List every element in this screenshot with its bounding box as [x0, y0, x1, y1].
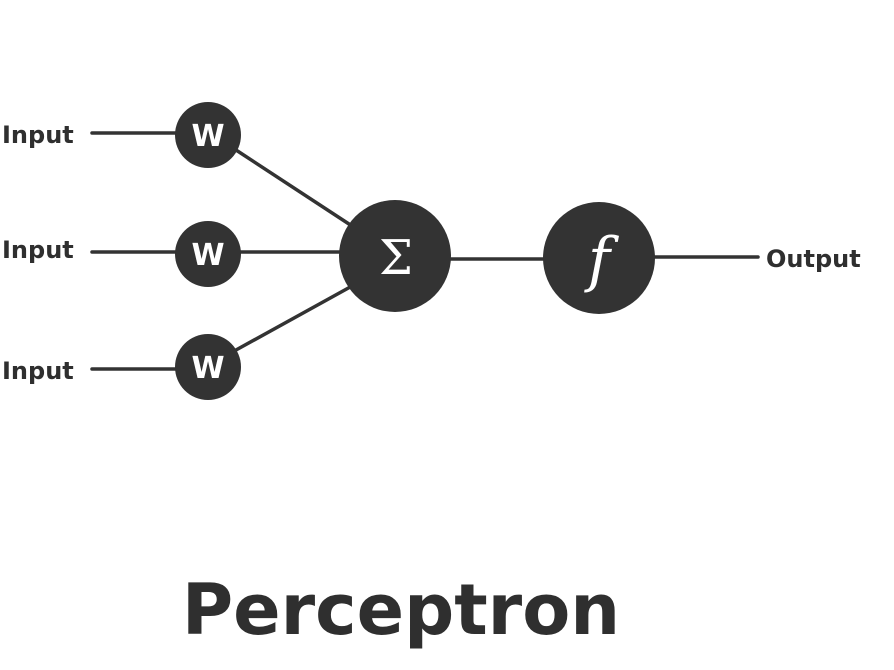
summation-node [339, 200, 451, 312]
summation-symbol: Σ [379, 230, 413, 286]
weight-1-label: W [191, 119, 224, 154]
input-1-label: Input [2, 121, 74, 149]
weight-1-node [175, 102, 241, 168]
activation-node [543, 202, 655, 314]
weight-1-to-sum-wire [234, 148, 354, 228]
output-label: Output [766, 245, 861, 273]
weight-3-to-sum-wire [234, 284, 354, 352]
diagram-title: Perceptron [182, 569, 620, 651]
weight-3-node [175, 334, 241, 400]
weight-2-label: W [191, 238, 224, 273]
weight-3-label: W [191, 351, 224, 386]
input-3-label: Input [2, 357, 74, 385]
input-2-label: Input [2, 236, 74, 264]
weight-2-node [175, 221, 241, 287]
